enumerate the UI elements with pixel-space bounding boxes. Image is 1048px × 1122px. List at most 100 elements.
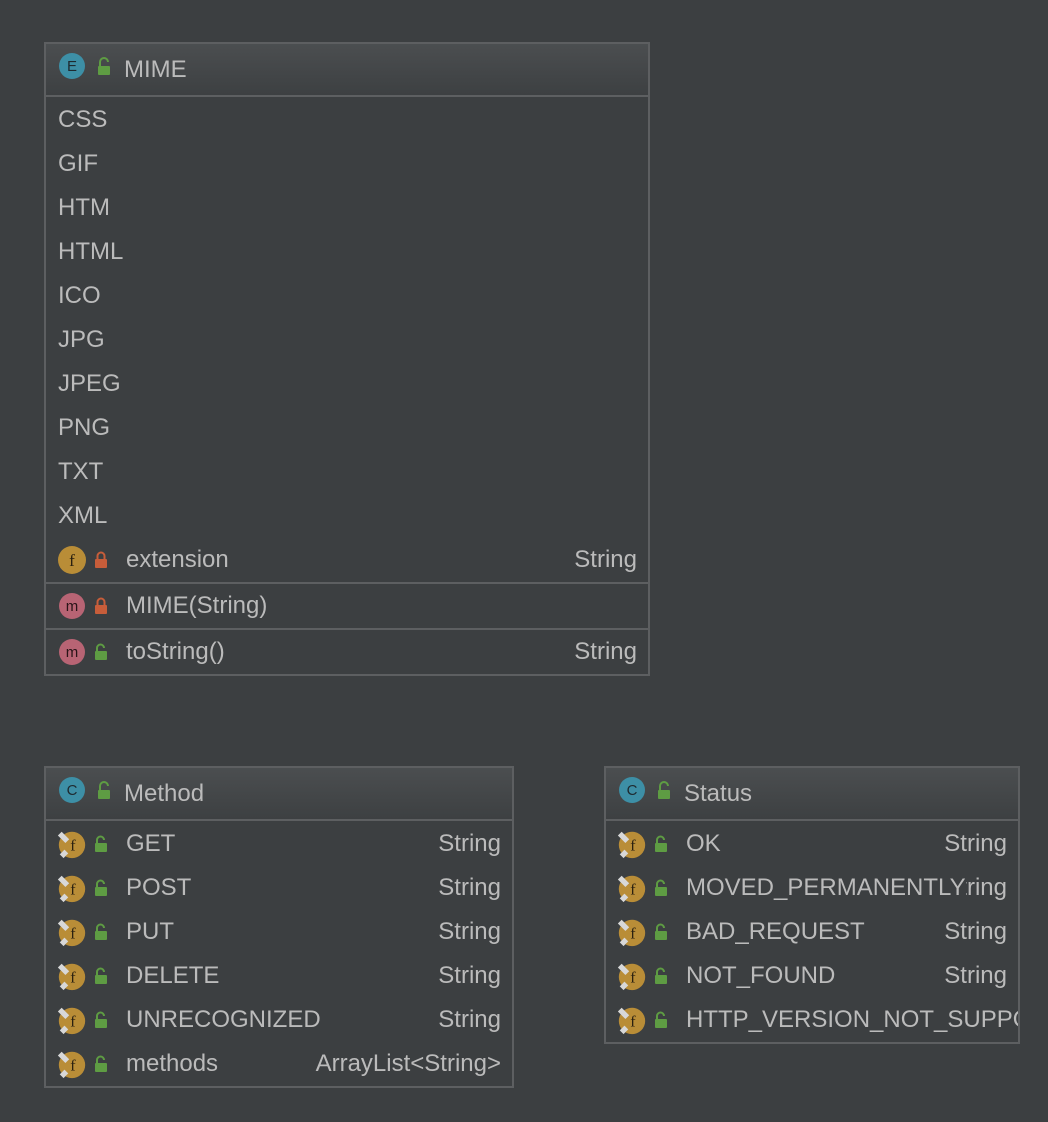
svg-text:m: m xyxy=(66,598,79,615)
constructor-row[interactable]: m MIME(String) xyxy=(46,584,648,628)
method-icon: m xyxy=(56,636,88,668)
public-lock-icon xyxy=(650,916,672,948)
public-lock-icon xyxy=(656,780,672,808)
public-lock-icon xyxy=(90,872,112,904)
public-lock-icon xyxy=(96,780,112,808)
static-field-icon: f xyxy=(56,828,88,860)
svg-text:f: f xyxy=(70,970,76,987)
mime-constructor-section: m MIME(String) xyxy=(46,584,648,630)
mime-title: MIME xyxy=(124,55,187,83)
static-field-icon: f xyxy=(56,960,88,992)
static-field-icon: f xyxy=(616,916,648,948)
field-row-extension[interactable]: f extension String xyxy=(46,538,648,582)
public-lock-icon xyxy=(650,1004,672,1036)
enum-constant[interactable]: XML xyxy=(58,502,108,529)
field-type: ArrayList<String> xyxy=(315,1050,501,1077)
enum-constant[interactable]: GIF xyxy=(58,150,98,177)
field-name: BAD_REQUEST xyxy=(686,918,865,945)
public-lock-icon xyxy=(90,960,112,992)
mime-header[interactable]: E MIME xyxy=(46,44,648,97)
enum-constant[interactable]: ICO xyxy=(58,282,101,309)
field-name: DELETE xyxy=(126,962,220,989)
field-name: HTTP_VERSION_NOT_SUPPORTED xyxy=(686,1006,1018,1033)
public-lock-icon xyxy=(650,872,672,904)
static-field-icon: f xyxy=(56,1048,88,1080)
field-icon: f xyxy=(56,544,88,576)
svg-text:f: f xyxy=(70,1014,76,1031)
field-type: String xyxy=(438,830,501,857)
field-name: NOT_FOUND xyxy=(686,962,836,989)
field-type: String xyxy=(944,830,1007,857)
field-name: PUT xyxy=(126,918,174,945)
svg-text:f: f xyxy=(70,926,76,943)
static-field-icon: f xyxy=(616,1004,648,1036)
mime-methods-section: m toString() String xyxy=(46,630,648,674)
status-title: Status xyxy=(684,779,753,807)
field-name: MOVED_PERMANENTLY xyxy=(686,874,966,902)
public-lock-icon xyxy=(90,916,112,948)
class-icon: C xyxy=(618,776,646,811)
svg-text:f: f xyxy=(70,838,76,855)
class-icon: C xyxy=(58,776,86,811)
field-row[interactable]: f PUT String xyxy=(46,910,512,954)
svg-text:f: f xyxy=(630,926,636,943)
public-lock-icon xyxy=(90,1048,112,1080)
field-type: String xyxy=(944,918,1007,945)
svg-text:E: E xyxy=(67,58,77,75)
field-row[interactable]: f UNRECOGNIZED String xyxy=(46,998,512,1042)
svg-text:C: C xyxy=(67,782,78,799)
svg-text:f: f xyxy=(69,551,75,570)
method-header[interactable]: C Method xyxy=(46,768,512,821)
field-type: String xyxy=(438,874,501,901)
enum-constant[interactable]: HTML xyxy=(58,238,124,265)
field-row[interactable]: f POST String xyxy=(46,866,512,910)
field-row[interactable]: f BAD_REQUEST String xyxy=(606,910,1018,954)
static-field-icon: f xyxy=(56,916,88,948)
svg-text:f: f xyxy=(630,882,636,899)
field-name: POST xyxy=(126,874,192,901)
svg-text:f: f xyxy=(630,838,636,855)
enum-constant[interactable]: PNG xyxy=(58,414,111,441)
method-row-tostring[interactable]: m toString() String xyxy=(46,630,648,674)
svg-text:f: f xyxy=(70,882,76,899)
static-field-icon: f xyxy=(616,828,648,860)
public-lock-icon xyxy=(90,828,112,860)
mime-constants-section: CSS GIF HTM HTML ICO JPG JPEG PNG TXT XM… xyxy=(46,98,648,584)
mime-enum-node[interactable]: E MIME CSS GIF HTM HTML ICO JPG JPEG PNG… xyxy=(44,42,650,676)
enum-icon: E xyxy=(58,52,86,87)
status-header[interactable]: C Status xyxy=(606,768,1018,821)
field-name: methods xyxy=(126,1050,219,1077)
enum-constant[interactable]: TXT xyxy=(58,458,104,485)
enum-constant[interactable]: HTM xyxy=(58,194,110,221)
enum-constant[interactable]: JPEG xyxy=(58,370,121,397)
enum-constant[interactable]: CSS xyxy=(58,106,108,133)
svg-text:f: f xyxy=(630,970,636,987)
enum-constant[interactable]: JPG xyxy=(58,326,105,353)
public-lock-icon xyxy=(96,56,112,84)
svg-text:f: f xyxy=(630,1014,636,1031)
method-title: Method xyxy=(124,779,205,807)
public-lock-icon xyxy=(650,960,672,992)
field-type: String xyxy=(438,962,501,989)
field-name: UNRECOGNIZED xyxy=(126,1006,321,1033)
static-field-icon: f xyxy=(616,872,648,904)
method-icon: m xyxy=(56,590,88,622)
static-field-icon: f xyxy=(56,1004,88,1036)
private-lock-icon xyxy=(90,544,112,576)
static-field-icon: f xyxy=(616,960,648,992)
field-type: String xyxy=(438,918,501,945)
field-row[interactable]: f DELETE String xyxy=(46,954,512,998)
field-row[interactable]: f methods ArrayList<String> xyxy=(46,1042,512,1086)
svg-text:C: C xyxy=(627,782,638,799)
public-lock-icon xyxy=(650,828,672,860)
field-type: String xyxy=(438,1006,501,1033)
